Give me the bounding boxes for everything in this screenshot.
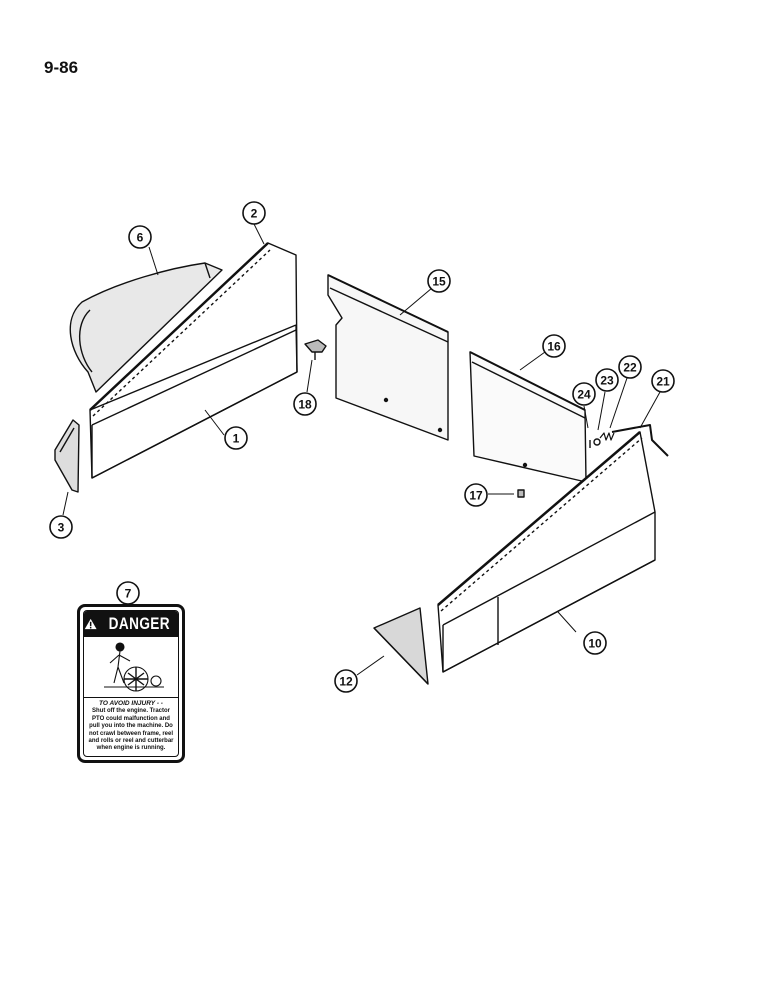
part-7-danger-decal: DANGER TO AVOID INJURY - - Shut off the … [77,604,185,763]
decal-instructions: TO AVOID INJURY - - Shut off the engine.… [84,698,178,755]
warning-triangle-icon [84,618,97,630]
part-18-clip [304,339,327,360]
page-number: 9-86 [44,58,79,77]
decal-danger-text: DANGER [108,614,171,633]
svg-text:3: 3 [58,521,65,535]
entanglement-pictogram-icon [104,642,164,692]
svg-text:24: 24 [577,388,591,402]
part-12-end-plate [373,607,429,685]
svg-text:7: 7 [125,587,132,601]
part-21-rod [611,424,669,457]
part-16-right-panel [469,351,587,483]
callout-18: 18 [293,392,317,416]
leader-lines [62,223,661,676]
callout-17: 17 [464,483,488,507]
decal-heading: TO AVOID INJURY - - [99,700,163,707]
svg-text:16: 16 [547,340,561,354]
part-23-washer [593,438,601,446]
callout-12: 12 [334,669,358,693]
callout-16: 16 [542,334,566,358]
decal-pictogram [84,637,178,698]
part-6-shield [69,262,223,393]
part-15-center-panel [327,274,449,441]
svg-text:12: 12 [339,675,353,689]
part-3-bracket [54,419,80,493]
svg-text:10: 10 [588,637,602,651]
callout-6: 6 [128,225,152,249]
decal-frame: DANGER TO AVOID INJURY - - Shut off the … [83,610,179,757]
svg-text:21: 21 [656,375,670,389]
svg-text:2: 2 [251,207,258,221]
callout-21: 21 [651,369,675,393]
callout-24: 24 [572,382,596,406]
svg-text:17: 17 [469,489,483,503]
decal-body: Shut off the engine. Tractor PTO could m… [88,708,174,752]
callout-3: 3 [49,515,73,539]
callout-22: 22 [618,355,642,379]
svg-text:6: 6 [137,231,144,245]
svg-text:22: 22 [623,361,637,375]
part-10-right-panel [437,431,656,673]
svg-text:1: 1 [233,432,240,446]
svg-text:18: 18 [298,398,312,412]
callout-2: 2 [242,201,266,225]
callout-23: 23 [595,368,619,392]
callout-1: 1 [224,426,248,450]
part-22-spring [599,432,615,441]
part-2-left-panel [89,242,298,479]
part-17-clip [517,489,525,498]
svg-text:15: 15 [432,275,446,289]
callout-7: 7 [116,581,140,605]
decal-header: DANGER [84,611,178,637]
callout-10: 10 [583,631,607,655]
callout-15: 15 [427,269,451,293]
svg-text:23: 23 [600,374,614,388]
